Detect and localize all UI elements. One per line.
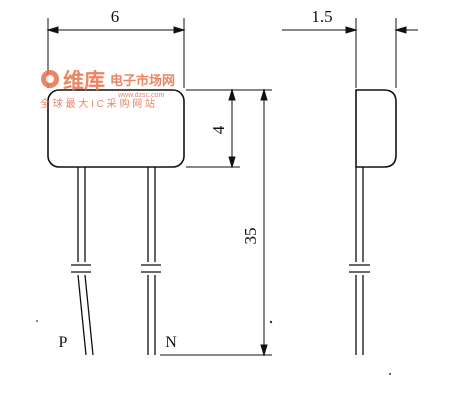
- lead-n: [141, 167, 161, 355]
- scan-specks: [36, 320, 391, 375]
- watermark-logo-icon: [41, 70, 59, 88]
- dim-body-height-label: 4: [209, 125, 228, 134]
- dim-thickness: [282, 18, 418, 88]
- dim-overall-height: [160, 88, 272, 357]
- watermark-url: www.dzsc.com: [117, 92, 164, 99]
- watermark-slogan: 全 球 最 大 I C 采 购 网 站: [40, 97, 155, 110]
- dim-overall-height-label: 35: [241, 228, 260, 245]
- watermark: 维库 电子市场网 www.dzsc.com 全 球 最 大 I C 采 购 网 …: [40, 69, 175, 110]
- side-view: [282, 18, 418, 355]
- dim-body-height: [186, 88, 272, 169]
- pin-label-p: P: [59, 334, 68, 351]
- dim-thickness-label: 1.5: [311, 7, 332, 26]
- lead-side: [349, 167, 370, 355]
- watermark-brand: 维库: [63, 69, 105, 93]
- dim-width-label: 6: [111, 7, 120, 26]
- component-body-front: [47, 89, 185, 168]
- pin-label-n: N: [165, 334, 177, 351]
- lead-p: [71, 167, 94, 356]
- component-body-side: [355, 89, 397, 168]
- watermark-brand-suffix: 电子市场网: [110, 73, 175, 89]
